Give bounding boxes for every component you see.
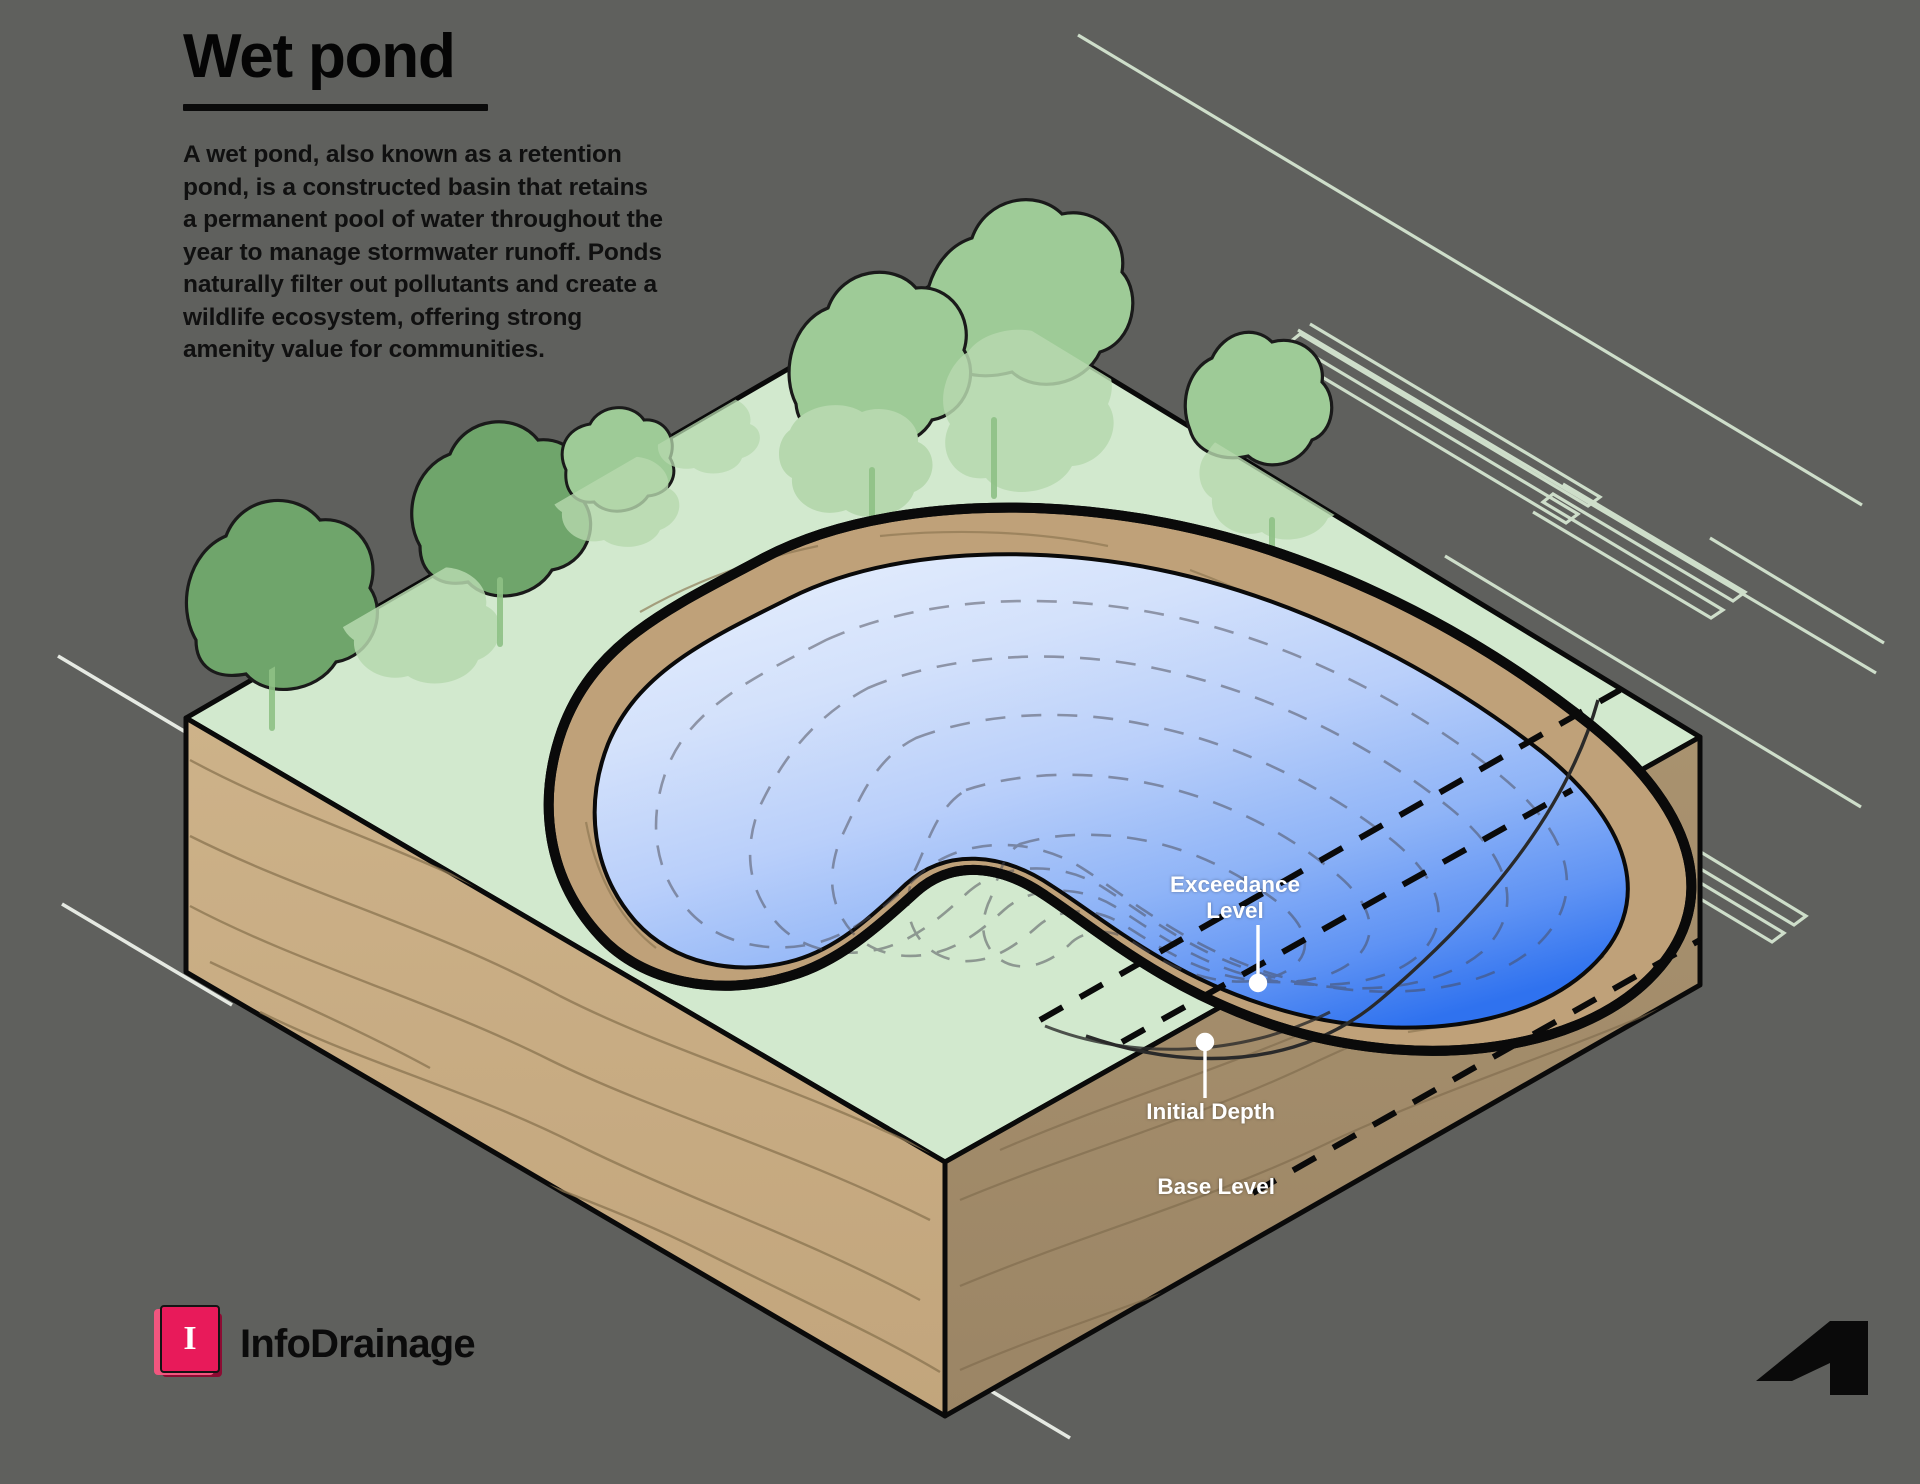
pond-water bbox=[592, 552, 1630, 1030]
decor-line bbox=[1077, 33, 1863, 507]
autodesk-logo bbox=[1756, 1321, 1868, 1395]
infodrainage-wordmark: InfoDrainage bbox=[240, 1321, 476, 1366]
page-title: Wet pond bbox=[183, 22, 456, 91]
cube-letter: I bbox=[183, 1320, 197, 1357]
callout-initial-depth: Initial Depth bbox=[1146, 1099, 1275, 1124]
callout-base-level: Base Level bbox=[1157, 1174, 1275, 1199]
intro-text-block: Wet pond A wet pond, also known as a ret… bbox=[183, 26, 683, 367]
decor-line bbox=[1297, 328, 1877, 675]
pond-rim-outline bbox=[543, 502, 1697, 1056]
infodrainage-cube-icon: I bbox=[148, 1305, 222, 1383]
intro-paragraph: A wet pond, also known as a retention po… bbox=[183, 139, 663, 367]
base-level-line bbox=[1251, 937, 1702, 1196]
infodrainage-logo: I InfoDrainage bbox=[148, 1305, 476, 1383]
callout-leaders bbox=[1195, 925, 1268, 1098]
tree bbox=[1183, 330, 1334, 467]
tree bbox=[184, 498, 380, 691]
leader-dot-initial-depth bbox=[1195, 1032, 1215, 1052]
title-underline bbox=[183, 104, 488, 111]
tree-group-back bbox=[184, 198, 1334, 691]
callout-exceedance-level: Exceedance Level bbox=[1169, 872, 1301, 923]
exceedance-level-line bbox=[1038, 687, 1622, 1045]
water-contours bbox=[654, 599, 1569, 993]
cube-front-face: I bbox=[160, 1305, 220, 1373]
leader-dot-exceedance bbox=[1248, 973, 1268, 993]
intro-paragraph-text: A wet pond, also known as a retention po… bbox=[183, 141, 663, 364]
basin-cut-profile bbox=[1085, 699, 1600, 1061]
